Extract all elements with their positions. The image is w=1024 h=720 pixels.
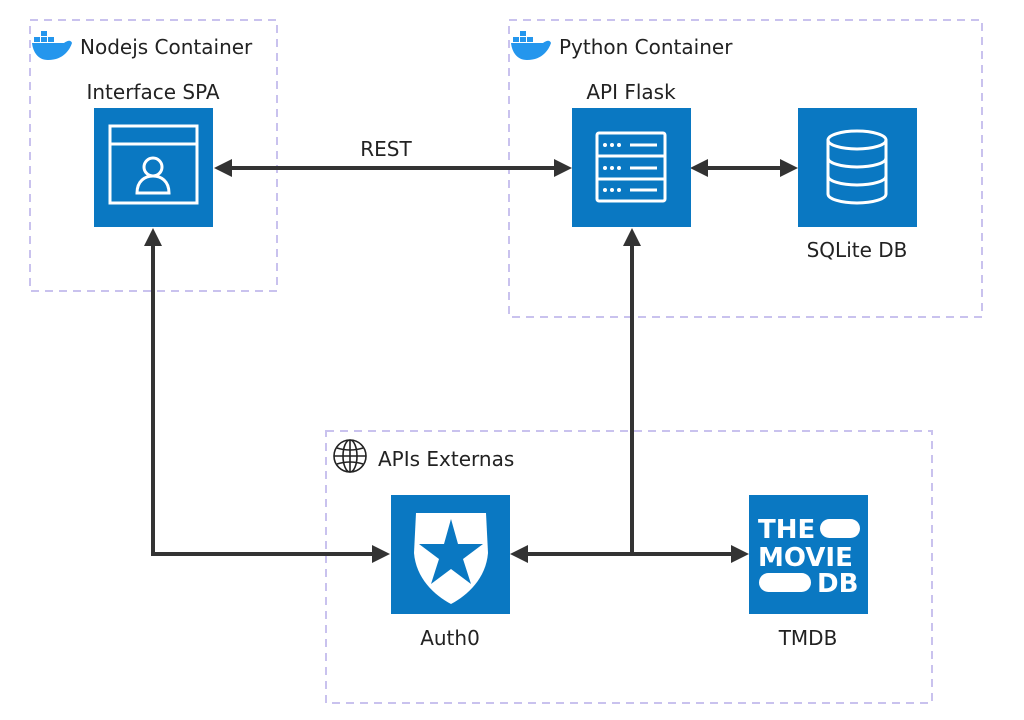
- node-tmdb-label: TMDB: [778, 626, 838, 650]
- tmdb-logo: THE MOVIE DB: [758, 515, 860, 599]
- globe-icon: [333, 439, 367, 473]
- edge-rest-label: REST: [360, 137, 412, 161]
- edge-flask-sqlite: [690, 159, 798, 177]
- server-icon: [595, 131, 667, 203]
- docker-icon: [511, 31, 551, 60]
- edge-flask-external: [510, 228, 749, 563]
- node-api-flask[interactable]: API Flask: [572, 80, 691, 227]
- node-flask-label: API Flask: [586, 80, 676, 104]
- auth0-logo: [414, 513, 488, 604]
- node-sqlite-db[interactable]: SQLite DB: [798, 108, 917, 262]
- node-sqlite-label: SQLite DB: [807, 238, 908, 262]
- node-spa-label: Interface SPA: [86, 80, 219, 104]
- node-spa-tile: [94, 108, 213, 227]
- node-auth0[interactable]: Auth0: [391, 495, 510, 650]
- arrowhead: [372, 545, 390, 563]
- database-icon: [826, 129, 888, 205]
- edge-spa-flask: REST: [214, 137, 572, 177]
- arrowhead: [780, 159, 798, 177]
- group-external-title: APIs Externas: [378, 447, 514, 471]
- tmdb-logo-line-3: DB: [817, 569, 858, 599]
- browser-user-icon: [108, 124, 199, 205]
- group-nodejs-container: Nodejs Container: [29, 19, 278, 292]
- node-interface-spa[interactable]: Interface SPA: [86, 80, 220, 227]
- arrowhead: [144, 228, 162, 246]
- edge-spa-auth0: [144, 228, 390, 563]
- group-apis-externas: APIs Externas: [325, 430, 933, 704]
- arrowhead: [690, 159, 708, 177]
- node-tmdb-tile: [749, 495, 868, 614]
- node-auth0-label: Auth0: [420, 626, 480, 650]
- group-nodejs-title: Nodejs Container: [80, 35, 253, 59]
- arrowhead: [554, 159, 572, 177]
- arrowhead: [510, 545, 528, 563]
- group-python-title: Python Container: [559, 35, 733, 59]
- arrowhead: [623, 228, 641, 246]
- arrowhead: [731, 545, 749, 563]
- docker-icon: [32, 31, 72, 60]
- node-tmdb[interactable]: THE MOVIE DB TMDB: [749, 495, 868, 650]
- tmdb-logo-line-1: THE: [758, 515, 815, 545]
- tmdb-logo-line-2: MOVIE: [758, 543, 853, 573]
- group-nodejs-border: [29, 19, 278, 292]
- group-external-border: [325, 430, 933, 704]
- arrowhead: [214, 159, 232, 177]
